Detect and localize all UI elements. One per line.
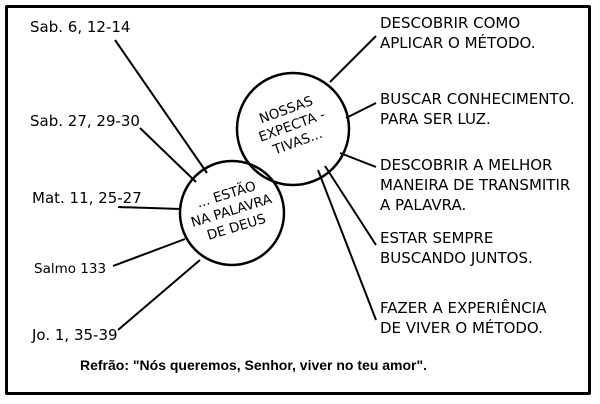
connector-ref-3 [117, 206, 182, 210]
reference-3: Mat. 11, 25-27 [32, 189, 142, 207]
reference-2: Sab. 27, 29-30 [30, 112, 140, 130]
connector-ref-2 [139, 127, 197, 183]
expectation-4: ESTAR SEMPRE BUSCANDO JUNTOS. [380, 229, 533, 267]
connector-exp-2 [345, 102, 377, 119]
connector-ref-1 [114, 39, 208, 174]
reference-4: Salmo 133 [34, 261, 106, 277]
expectation-4-line-1: ESTAR SEMPRE [380, 229, 493, 247]
expectation-5-line-2: DE VIVER O MÉTODO. [380, 318, 543, 337]
expectation-4-line-2: BUSCANDO JUNTOS. [380, 249, 533, 267]
connector-exp-5 [317, 169, 377, 321]
expectation-3: DESCOBRIR A MELHOR MANEIRA DE TRANSMITIR… [380, 156, 570, 214]
expectation-5-line-1: FAZER A EXPERIÊNCIA [380, 298, 547, 317]
connector-exp-4 [324, 165, 377, 246]
connector-exp-1 [329, 35, 377, 83]
expectation-3-line-2: MANEIRA DE TRANSMITIR [380, 176, 570, 194]
left-circle [178, 159, 286, 267]
expectation-1-line-1: DESCOBRIR COMO [380, 14, 520, 32]
reference-connectors [112, 39, 208, 331]
expectation-3-line-3: A PALAVRA. [380, 196, 466, 214]
expectation-2-line-1: BUSCAR CONHECIMENTO. [380, 90, 575, 108]
expectation-1: DESCOBRIR COMO APLICAR O MÉTODO. [380, 14, 536, 52]
connector-exp-3 [339, 152, 377, 168]
expectation-connectors [317, 35, 377, 321]
right-circle-text: NOSSAS EXPECTA - TIVAS... [257, 93, 328, 159]
expectation-1-line-2: APLICAR O MÉTODO. [380, 33, 536, 52]
diagram-frame [5, 5, 591, 395]
connector-ref-5 [117, 259, 201, 331]
expectation-2-line-2: PARA SER LUZ. [380, 110, 491, 128]
expectation-5: FAZER A EXPERIÊNCIA DE VIVER O MÉTODO. [380, 298, 547, 337]
reference-1: Sab. 6, 12-14 [30, 18, 130, 36]
left-circle-text: ... ESTÃO NA PALAVRA DE DEUS [189, 177, 274, 244]
reference-5: Jo. 1, 35-39 [31, 326, 118, 344]
right-circle [235, 71, 351, 187]
connector-ref-4 [112, 238, 186, 267]
expectation-2: BUSCAR CONHECIMENTO. PARA SER LUZ. [380, 90, 575, 128]
expectation-3-line-1: DESCOBRIR A MELHOR [380, 156, 552, 174]
refrain-text: Refrão: "Nós queremos, Senhor, viver no … [80, 357, 428, 373]
